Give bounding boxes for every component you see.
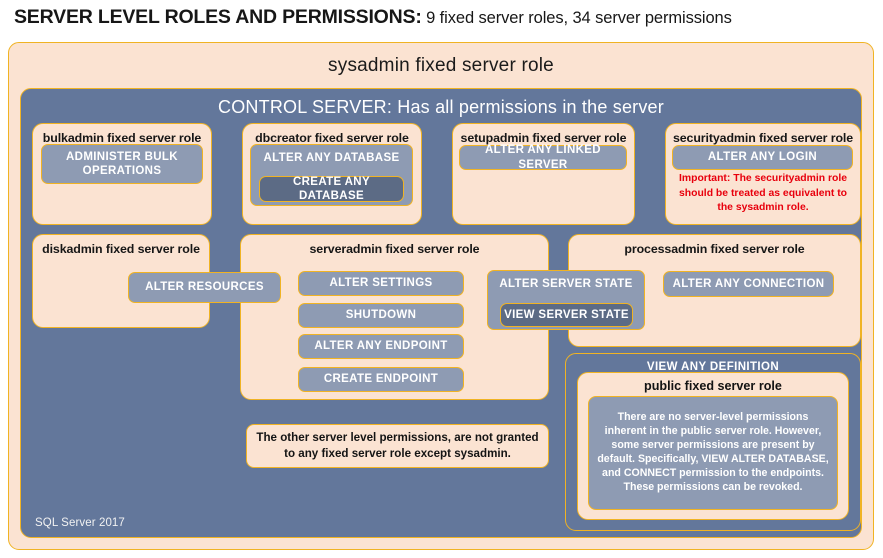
role-box-diskadmin: diskadmin fixed server role [32,234,210,328]
permission-view-server-state[interactable]: VIEW SERVER STATE [500,303,633,327]
permission-alter-any-login[interactable]: ALTER ANY LOGIN [672,145,853,170]
permission-shutdown[interactable]: SHUTDOWN [298,303,464,328]
permission-administer-bulk-operations[interactable]: ADMINISTER BULK OPERATIONS [41,144,203,184]
role-box-setupadmin: setupadmin fixed server role [452,123,635,225]
sysadmin-role-label: sysadmin fixed server role [328,55,554,76]
permission-create-endpoint[interactable]: CREATE ENDPOINT [298,367,464,392]
permission-alter-any-endpoint[interactable]: ALTER ANY ENDPOINT [298,334,464,359]
role-label-dbcreator: dbcreator fixed server role [255,131,409,145]
other-permissions-callout: The other server level permissions, are … [246,424,549,468]
role-label-bulkadmin: bulkadmin fixed server role [42,131,202,145]
permission-alter-resources[interactable]: ALTER RESOURCES [128,272,281,303]
securityadmin-warning-text: Important: The securityadmin role should… [678,173,848,214]
role-label-serveradmin: serveradmin fixed server role [309,242,480,256]
permission-alter-settings[interactable]: ALTER SETTINGS [298,271,464,296]
permission-view-any-definition-label: VIEW ANY DEFINITION [646,361,780,373]
page-title-main: SERVER LEVEL ROLES AND PERMISSIONS: [14,6,422,28]
role-label-diskadmin: diskadmin fixed server role [42,242,200,256]
page-title: SERVER LEVEL ROLES AND PERMISSIONS: 9 fi… [14,6,874,36]
role-label-setupadmin: setupadmin fixed server role [460,131,627,145]
role-label-securityadmin: securityadmin fixed server role [672,131,854,145]
sql-server-version-label: SQL Server 2017 [35,517,125,529]
role-box-securityadmin: securityadmin fixed server role [665,123,861,225]
public-role-note: There are no server-level permissions in… [588,396,838,510]
permission-alter-any-connection[interactable]: ALTER ANY CONNECTION [663,271,834,297]
permission-alter-any-linked-server[interactable]: ALTER ANY LINKED SERVER [459,144,627,171]
permission-create-any-database[interactable]: CREATE ANY DATABASE [259,176,404,202]
role-label-public: public fixed server role [644,379,782,393]
role-label-processadmin: processadmin fixed server role [624,242,805,256]
control-server-label: CONTROL SERVER: Has all permissions in t… [218,97,664,117]
page-title-subtitle: 9 fixed server roles, 34 server permissi… [421,9,732,27]
